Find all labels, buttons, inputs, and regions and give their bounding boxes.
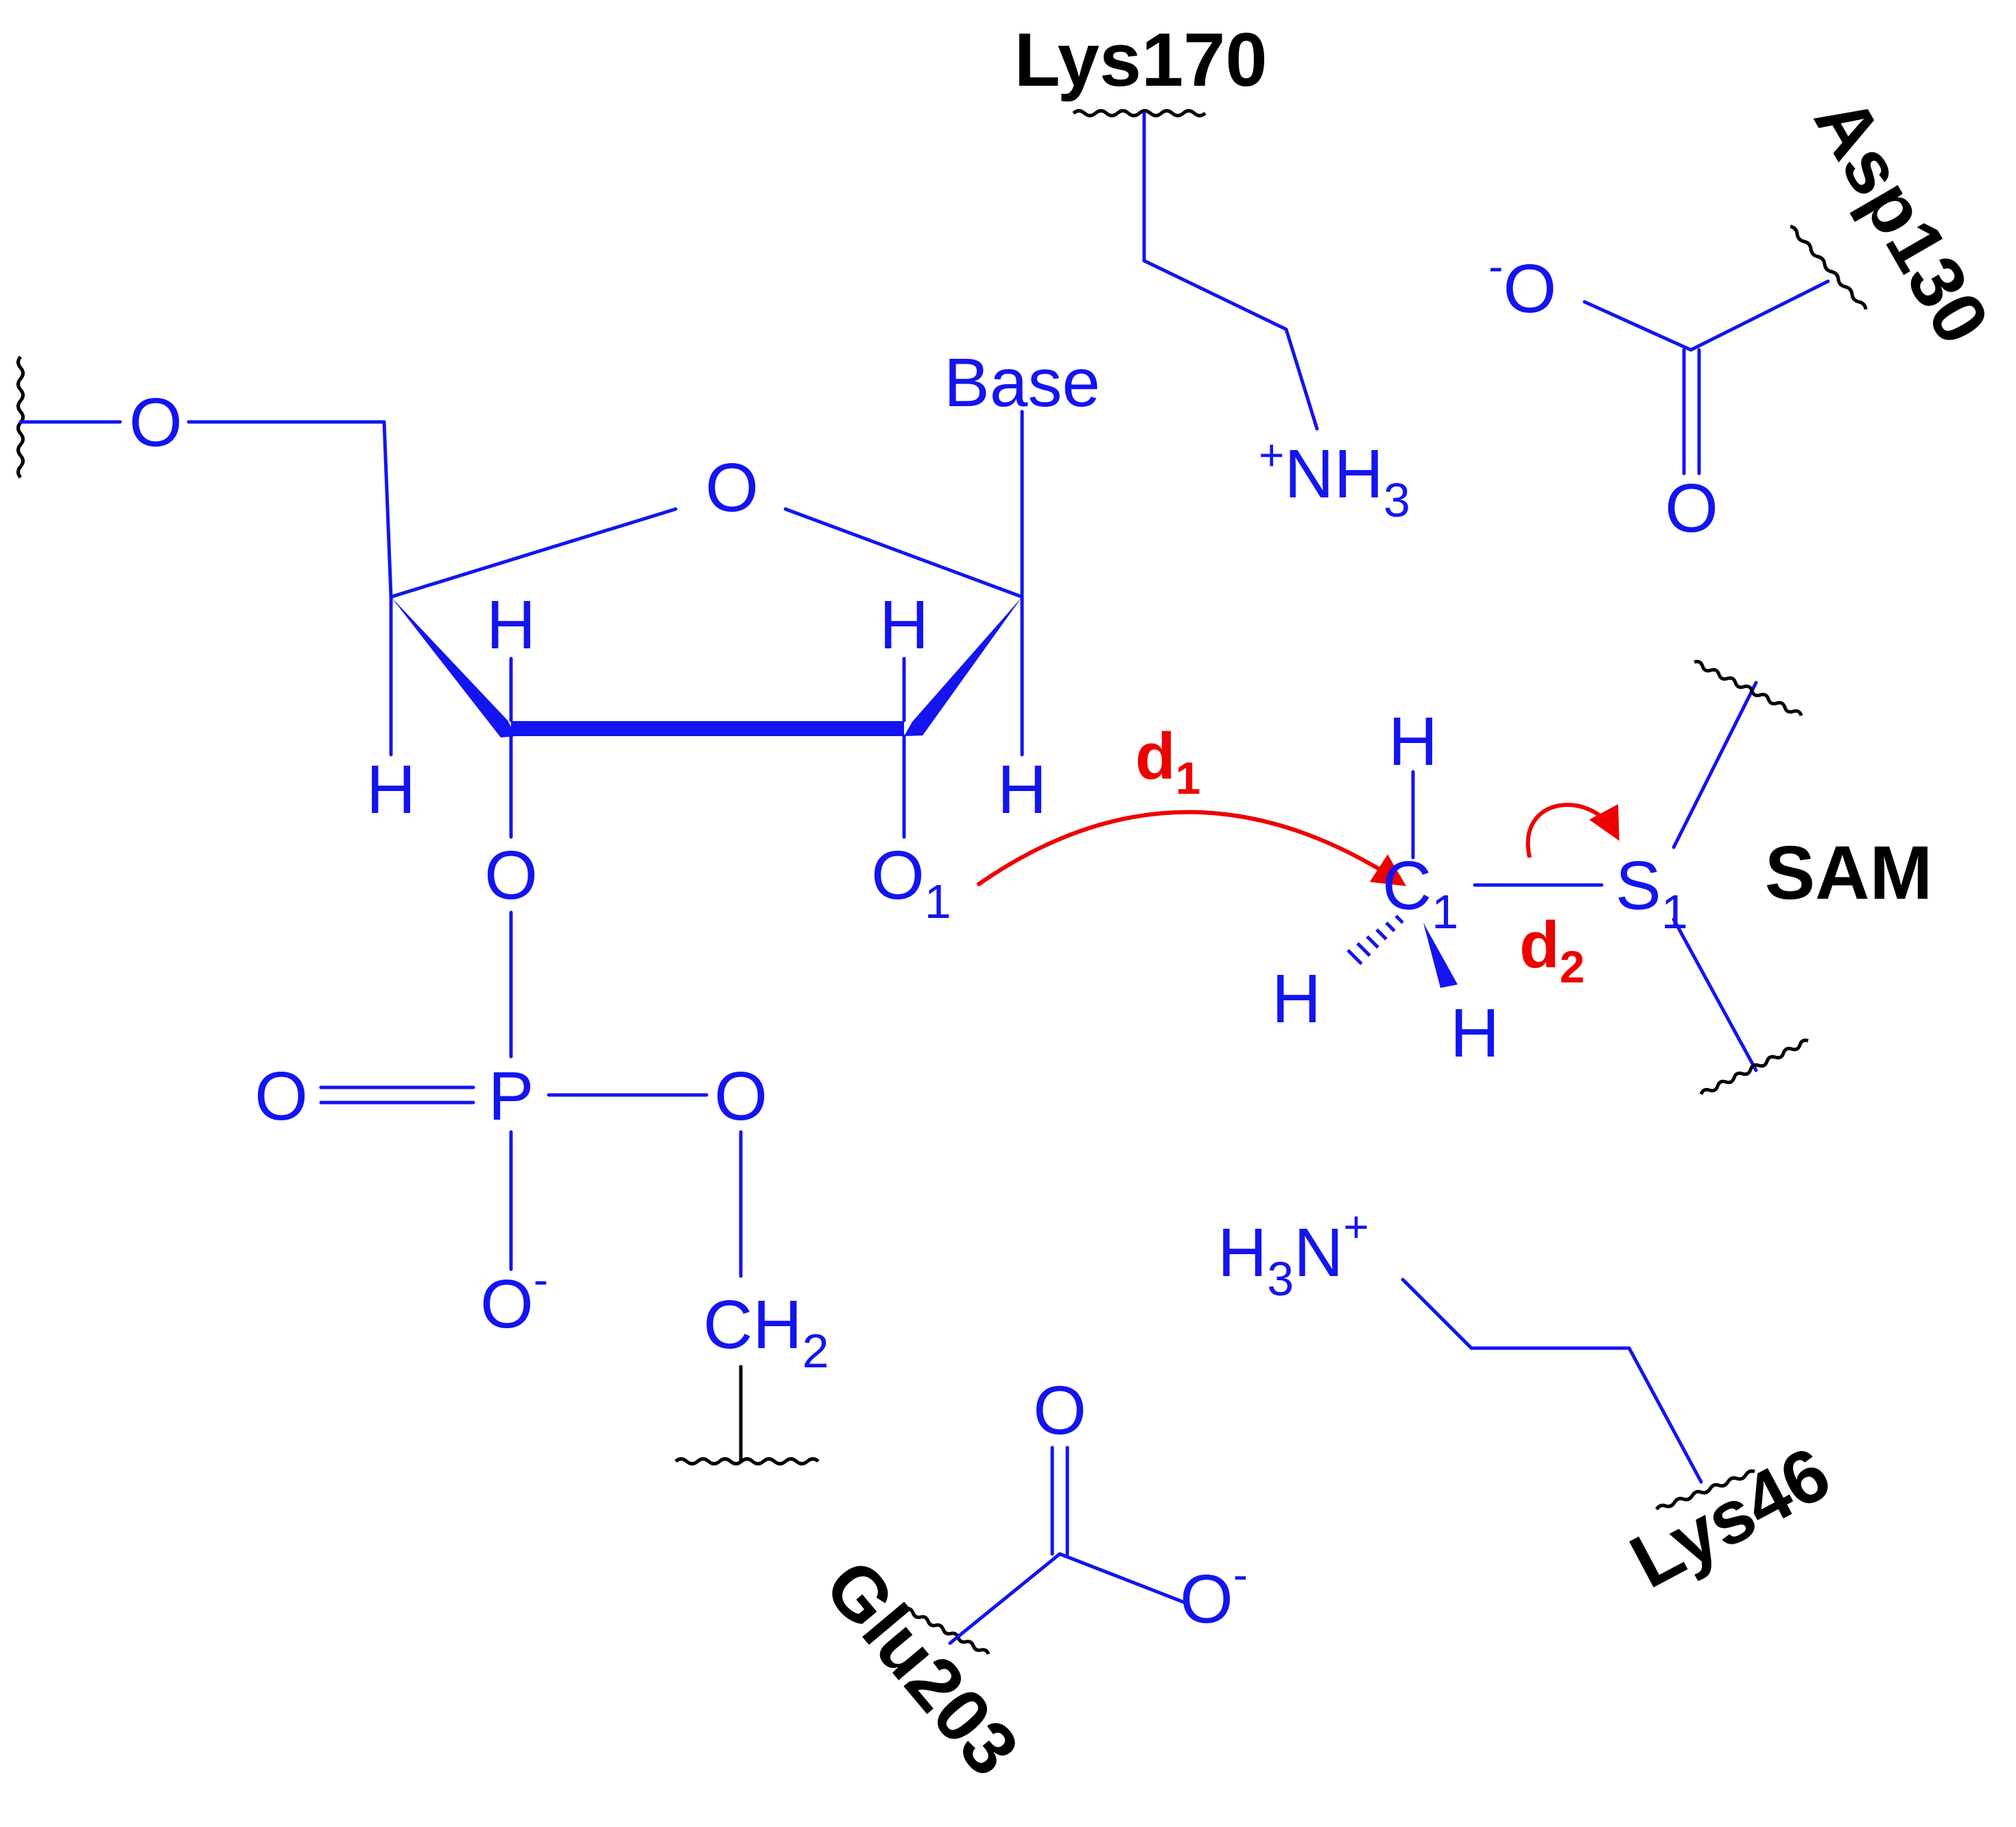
- residue-lys170-label: Lys170: [1015, 18, 1268, 102]
- residue-lys46-label: Lys46: [1617, 1430, 1844, 1604]
- nucleotide-bonds: [16, 355, 1024, 1465]
- lys170-chain: [1142, 111, 1319, 431]
- atom-h-c2: H: [879, 587, 929, 663]
- lys46-group: [1401, 1277, 1755, 1511]
- asp130-bond-attach-c: [1689, 279, 1830, 352]
- sam-group: [1347, 659, 1809, 1095]
- atom-glu-o-minus: O-: [1180, 1550, 1248, 1638]
- distance-d1-label: d1: [1135, 720, 1200, 803]
- arrow-d1: [976, 810, 1407, 887]
- atom-h-c1: H: [997, 751, 1047, 828]
- atom-h-c4: H: [366, 751, 416, 828]
- atom-asp-o-minus: -O: [1489, 241, 1556, 327]
- wavy-sam-bottom: [1699, 1038, 1809, 1095]
- atom-o-minus: O-: [480, 1255, 548, 1343]
- atom-h-c1-top: H: [1388, 703, 1438, 780]
- wavy-lys170: [1072, 109, 1207, 117]
- atom-ch2: CH2: [703, 1286, 829, 1378]
- asp130-bond-c-ominus: [1582, 300, 1693, 352]
- atom-o-ring: O: [705, 449, 759, 526]
- wedge-c4-c3: [391, 597, 516, 738]
- hashed-bond-c1-h: [1347, 915, 1404, 965]
- wedge-c2-c1: [904, 597, 1022, 736]
- atom-o-phos-link: O: [484, 837, 538, 914]
- atom-labels: O O Base H H H H O O1 O P O O- CH2 +NH3 …: [129, 241, 1718, 1638]
- atom-h3n-bottom: H3N+: [1218, 1202, 1369, 1306]
- atom-h-c1-hashed: H: [1272, 960, 1321, 1037]
- asp130-group: [1582, 224, 1868, 475]
- lys46-chain: [1401, 1277, 1703, 1484]
- atom-h-c1-wedge: H: [1450, 995, 1499, 1072]
- distance-d2-label: d2: [1519, 908, 1585, 992]
- atom-o-ester: O: [714, 1058, 768, 1135]
- bond-s1-top: [1672, 681, 1758, 849]
- bond-c5-c4: [382, 420, 393, 599]
- glu203-group: [905, 1446, 1185, 1655]
- atom-c1: C1: [1382, 847, 1458, 939]
- wedge-c1-h: [1423, 923, 1458, 988]
- atom-o1: O1: [871, 837, 951, 928]
- atom-o-left: O: [129, 384, 182, 461]
- atom-nh3-top: +NH3: [1259, 430, 1410, 527]
- residue-glu203-label: Glu203: [809, 1544, 1035, 1791]
- glu203-bond-attach-c: [948, 1552, 1062, 1645]
- wavy-glu203: [905, 1607, 991, 1655]
- atom-s1: S1: [1615, 847, 1688, 939]
- bond-c4-oring: [389, 507, 678, 599]
- glu203-bond-c-ominus: [1058, 1552, 1185, 1604]
- wavy-attachment-left: [16, 355, 25, 479]
- bond-s1-bottom: [1672, 917, 1758, 1072]
- atom-p: P: [488, 1058, 534, 1135]
- atom-base: Base: [944, 344, 1100, 421]
- wavy-asp130: [1790, 224, 1868, 310]
- bond-oring-c1: [783, 507, 1024, 599]
- atom-glu-o-double: O: [1033, 1372, 1087, 1449]
- residue-sam-label: SAM: [1765, 831, 1932, 915]
- arrow-d2-curl: [1526, 803, 1620, 858]
- residue-asp130-label: Asp130: [1798, 83, 2005, 357]
- wavy-lys46: [1655, 1469, 1755, 1511]
- wavy-attachment-ch2: [674, 1457, 820, 1465]
- atom-h-c3: H: [486, 587, 536, 663]
- wavy-sam-top: [1694, 659, 1803, 716]
- lys170-group: [1072, 109, 1319, 431]
- atom-o-double: O: [254, 1058, 308, 1135]
- atom-asp-o-double: O: [1665, 470, 1718, 547]
